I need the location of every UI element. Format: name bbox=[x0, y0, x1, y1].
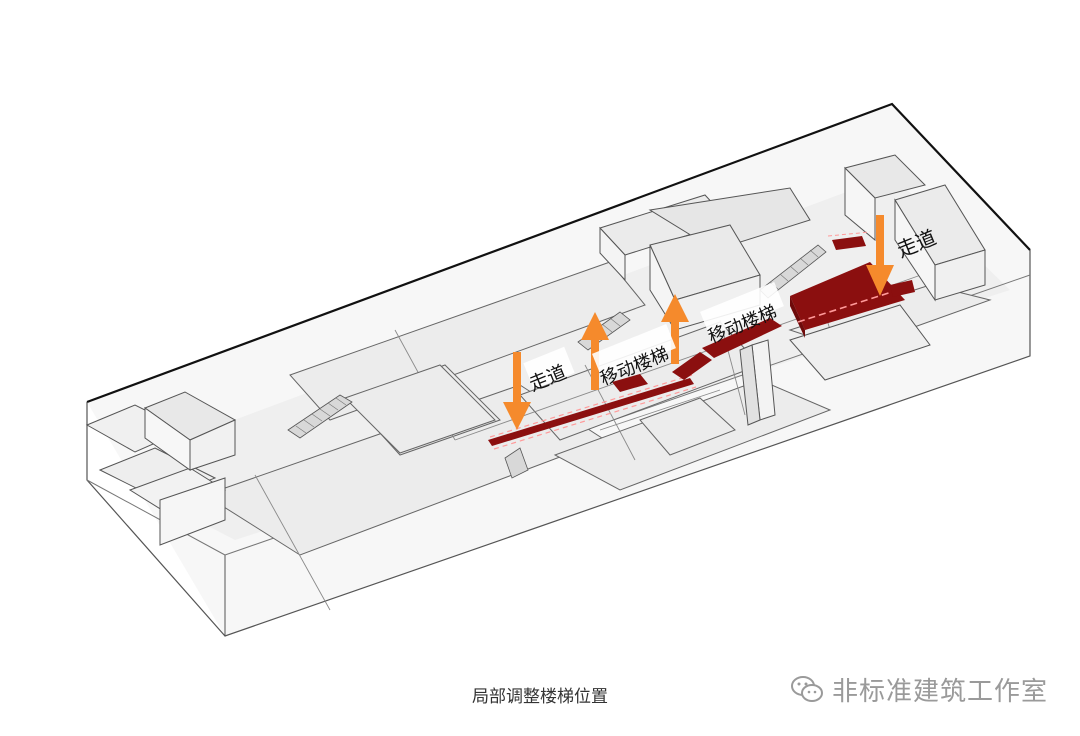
caption: 局部调整楼梯位置 bbox=[472, 687, 608, 707]
central-block bbox=[344, 364, 496, 454]
left-end-blocks bbox=[85, 391, 237, 546]
arrow-up-icon bbox=[581, 312, 609, 390]
arrows bbox=[503, 215, 894, 430]
arrow-up-icon bbox=[661, 294, 689, 364]
arrow-down-icon bbox=[866, 215, 894, 296]
stairs bbox=[287, 244, 827, 479]
wechat-icon bbox=[791, 676, 823, 702]
arrow-down-icon bbox=[503, 352, 531, 430]
watermark-text: 非标准建筑工作室 bbox=[832, 676, 1049, 707]
right-boxes bbox=[599, 154, 986, 426]
watermark: 非标准建筑工作室 bbox=[790, 672, 1060, 707]
